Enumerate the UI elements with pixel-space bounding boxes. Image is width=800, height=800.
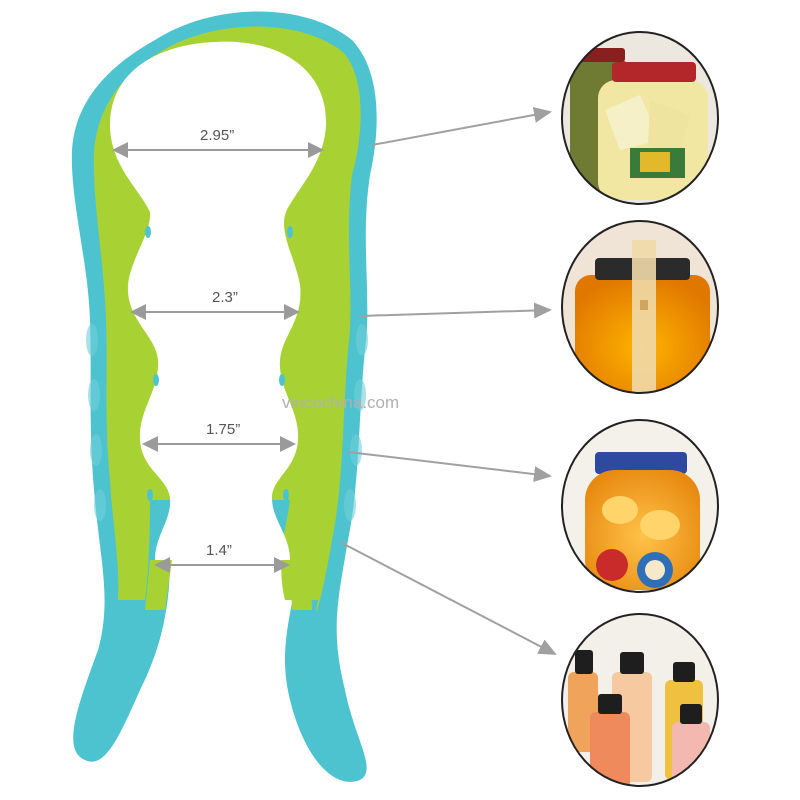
opener-ridges	[86, 324, 368, 521]
pointer-arrow-3	[347, 451, 552, 483]
opener-right-handle-grip	[290, 560, 312, 610]
pointer-arrows	[339, 107, 557, 655]
dimension-label-1: 2.95”	[200, 127, 234, 144]
honey-jar-photo	[561, 220, 719, 394]
dimension-labels: 2.95” 2.3” 1.75” 1.4”	[200, 127, 240, 559]
photo-frame-2	[561, 220, 719, 394]
photo-frame-1	[561, 31, 719, 205]
pointer-arrow-1	[371, 107, 552, 146]
peach-jar-photo	[561, 419, 719, 593]
pointer-arrow-4	[339, 541, 557, 655]
watermark-text: vincochina.com	[282, 393, 399, 412]
dimension-label-2: 2.3”	[212, 289, 238, 306]
opener-jaw-opening	[110, 41, 327, 560]
pointer-arrow-2	[359, 302, 552, 319]
jar-opener-tool	[71, 11, 377, 782]
dimension-lines	[112, 142, 324, 573]
dimension-label-3: 1.75”	[206, 421, 240, 438]
photo-frame-3	[561, 419, 719, 593]
dimension-label-4: 1.4”	[206, 542, 232, 559]
pickle-jar-photo	[561, 31, 719, 205]
opener-jaw-dots	[145, 26, 293, 501]
photo-frame-4	[561, 613, 719, 787]
bottles-photo	[561, 613, 719, 787]
